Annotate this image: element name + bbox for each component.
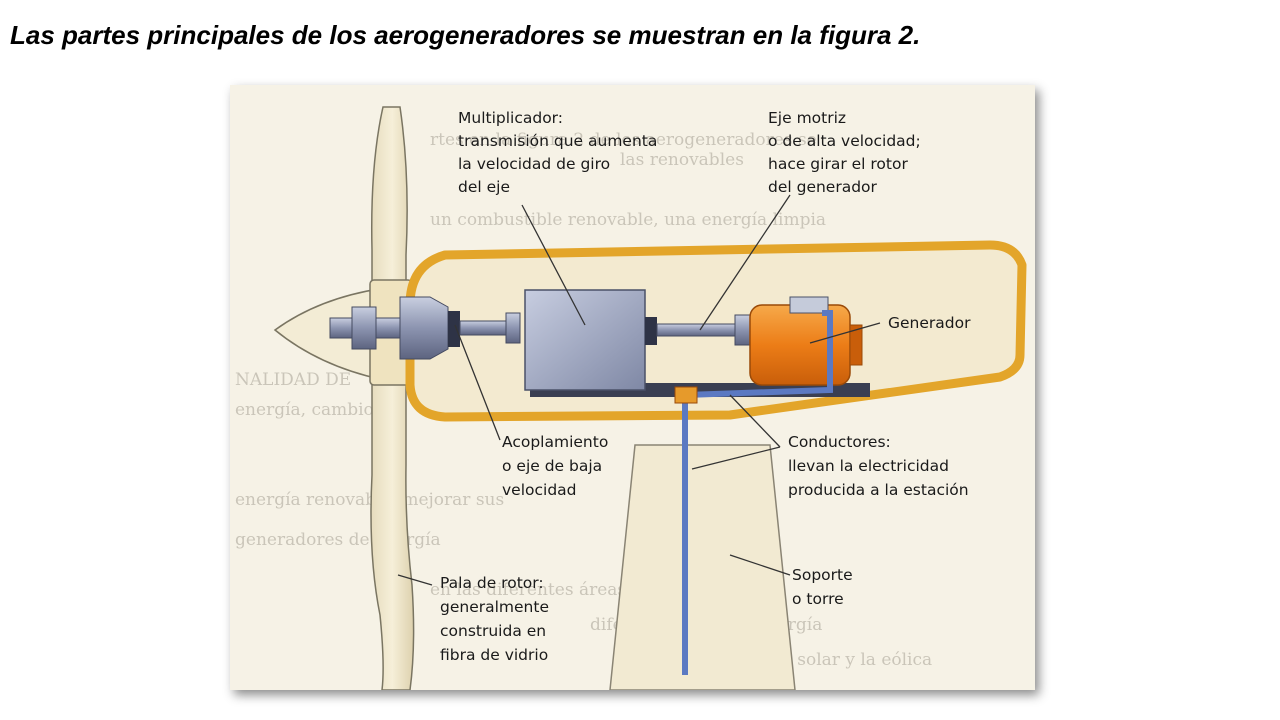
svg-text:las renovables: las renovables (620, 150, 744, 170)
wind-turbine-diagram: rtes en la figura 2 de los aerogenerador… (235, 106, 1027, 690)
page-heading: Las partes principales de los aerogenera… (10, 20, 921, 50)
label-pala-rotor: Pala de rotor: generalmente construida e… (440, 574, 554, 664)
svg-text:energía, cambio: energía, cambio (235, 400, 374, 420)
generator-terminal (789, 296, 829, 314)
svg-text:generadores de energía: generadores de energía (235, 530, 441, 550)
rotor-blade (370, 106, 415, 690)
cable-junction (674, 386, 698, 404)
shaft-collar (351, 306, 377, 350)
coupling (399, 296, 449, 360)
multiplier-gearbox (524, 289, 646, 391)
svg-text:un combustible renovable, una: un combustible renovable, una energía li… (430, 210, 826, 230)
label-soporte: Soporte o torre (792, 566, 858, 608)
label-eje-motriz: Eje motriz o de alta velocidad; hace gir… (768, 109, 926, 196)
label-acoplamiento: Acoplamiento o eje de baja velocidad (502, 433, 613, 499)
label-generador: Generador (888, 314, 971, 332)
label-multiplicador: Multiplicador: transmisión que aumenta l… (458, 109, 662, 196)
gearbox-flange (645, 317, 657, 345)
generator (749, 304, 851, 386)
svg-text:NALIDAD DE: NALIDAD DE (235, 370, 351, 390)
svg-text:rtes en la figura 2 de los aer: rtes en la figura 2 de los aerogenerador… (430, 130, 817, 150)
svg-text:energía renovable, mejorar sus: energía renovable, mejorar sus (235, 490, 504, 510)
tower-support (609, 444, 796, 690)
label-conductores: Conductores: llevan la electricidad prod… (788, 433, 969, 499)
conductor-cable (682, 310, 833, 675)
generator-endcap (849, 324, 863, 366)
shaft-bearing (505, 312, 521, 344)
coupling-flange (448, 311, 460, 347)
wind-turbine-figure: rtes en la figura 2 de los aerogenerador… (230, 85, 1035, 690)
leader-lines (397, 194, 881, 586)
high-speed-shaft (656, 323, 738, 337)
